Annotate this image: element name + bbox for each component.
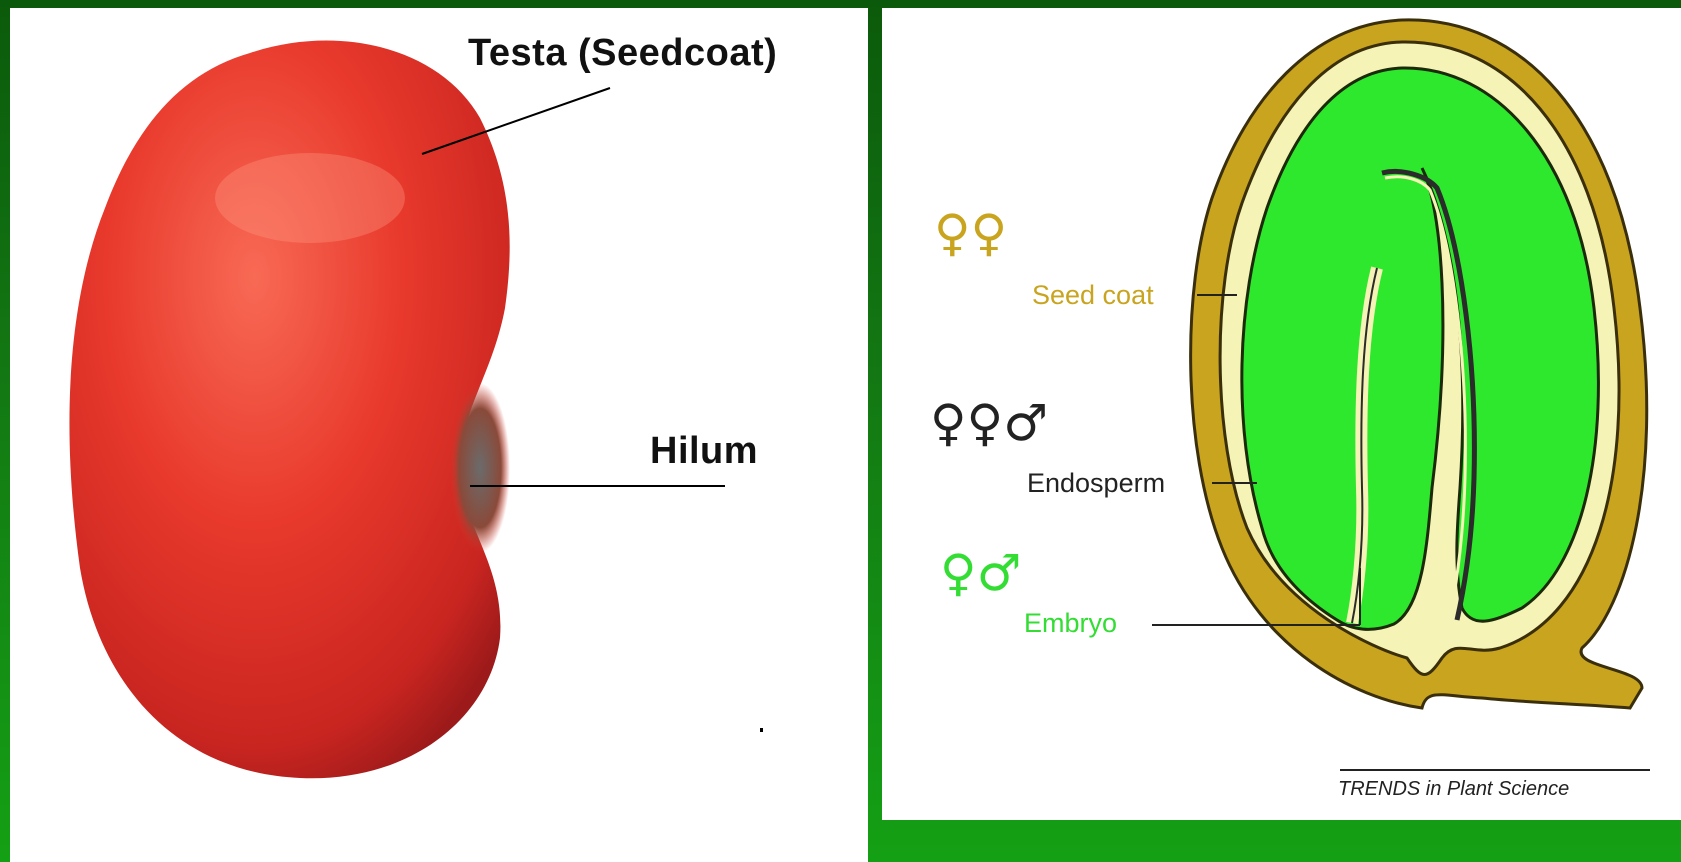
hilum-label: Hilum [650,430,758,473]
endosperm-label: Endosperm [1027,468,1165,499]
hilum-mark [450,383,510,553]
seed-section-panel: ♀♀ Seed coat ♀♀♂ Endosperm ♀♂ Embryo TRE… [882,8,1681,820]
embryo-symbols: ♀♂ [940,548,1021,598]
seed-coat-label: Seed coat [1032,280,1154,311]
seed-coat-symbols: ♀♀ [934,208,1007,258]
embryo-label: Embryo [1024,608,1117,639]
bean-photo-panel: Testa (Seedcoat) Hilum [10,8,868,862]
bean-body [69,41,509,779]
testa-label: Testa (Seedcoat) [468,32,777,75]
credit-text: TRENDS in Plant Science [1338,778,1569,801]
endosperm-symbols: ♀♀♂ [930,398,1048,448]
